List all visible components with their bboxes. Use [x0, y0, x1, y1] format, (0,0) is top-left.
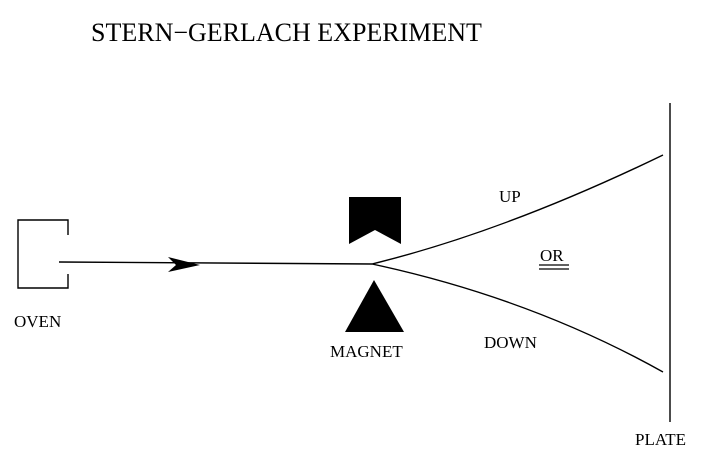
oven-label: OVEN — [14, 312, 61, 331]
magnet-lower-pole — [345, 280, 404, 332]
plate-label: PLATE — [635, 430, 686, 449]
oven-box — [17, 219, 69, 289]
down-beam — [371, 263, 664, 373]
magnet-label: MAGNET — [330, 342, 403, 361]
diagram-title: STERN−GERLACH EXPERIMENT — [91, 18, 482, 47]
up-beam — [371, 154, 664, 265]
incoming-beam — [58, 261, 373, 265]
down-label: DOWN — [484, 333, 537, 352]
up-label: UP — [499, 187, 521, 206]
or-label: OR — [540, 246, 564, 265]
magnet-upper-pole — [349, 197, 401, 244]
beam-arrowhead — [168, 257, 200, 272]
